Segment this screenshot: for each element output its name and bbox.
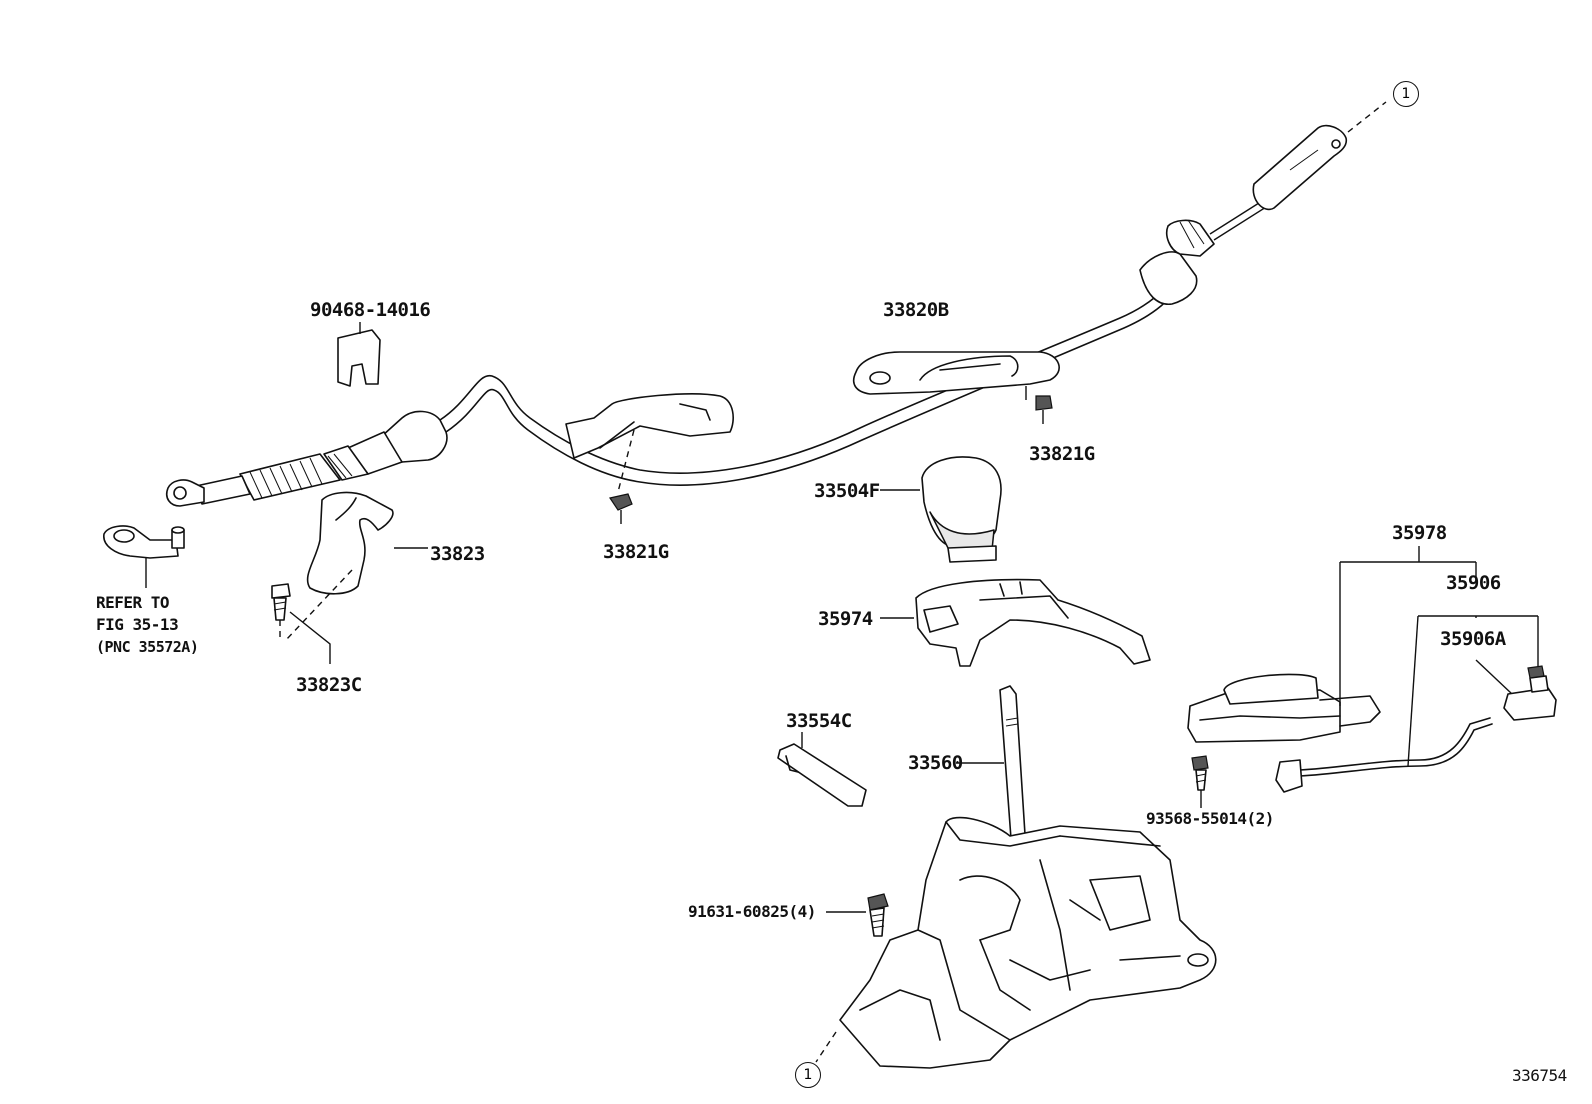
refer-note: REFER TO FIG 35-13 (PNC 35572A) (96, 592, 199, 658)
label-33554c: 33554C (786, 710, 852, 732)
cover-33823 (285, 491, 428, 641)
shift-cable (165, 101, 1387, 507)
bolt-33823c (271, 583, 331, 664)
refer-line-3: (PNC 35572A) (96, 638, 199, 656)
screw-93568 (1191, 755, 1209, 808)
shift-lever-assembly-33560 (815, 685, 1217, 1069)
plate-33554c (777, 732, 867, 807)
bolt-91631 (826, 893, 889, 937)
diagram-id: 336754 (1512, 1066, 1567, 1085)
bracket-refer (103, 525, 185, 588)
callout-marker-top: 1 (1393, 81, 1419, 107)
refer-line-1: REFER TO (96, 593, 170, 612)
label-33821g-upper: 33821G (1029, 443, 1095, 465)
label-35974: 35974 (818, 608, 873, 630)
label-35906: 35906 (1446, 572, 1501, 594)
label-33821g-lower: 33821G (603, 541, 669, 563)
clip-90468 (337, 322, 381, 387)
label-93568-55014: 93568-55014(2) (1146, 809, 1274, 828)
shift-knob-33504f (880, 456, 1002, 563)
shift-position-module (1187, 546, 1557, 793)
label-33823c: 33823C (296, 674, 362, 696)
nut-33821g-lower (609, 493, 633, 524)
label-35978: 35978 (1392, 522, 1447, 544)
label-90468-14016: 90468-14016 (310, 299, 431, 321)
label-33823: 33823 (430, 543, 485, 565)
refer-line-2: FIG 35-13 (96, 615, 179, 634)
nut-33821g-upper (1035, 395, 1053, 424)
label-35906a: 35906A (1440, 628, 1506, 650)
callout-marker-bottom: 1 (795, 1062, 821, 1088)
label-33560: 33560 (908, 752, 963, 774)
label-33504f: 33504F (814, 480, 880, 502)
label-33820b: 33820B (883, 299, 949, 321)
label-91631-60825: 91631-60825(4) (688, 902, 816, 921)
bezel-35974 (880, 578, 1151, 667)
